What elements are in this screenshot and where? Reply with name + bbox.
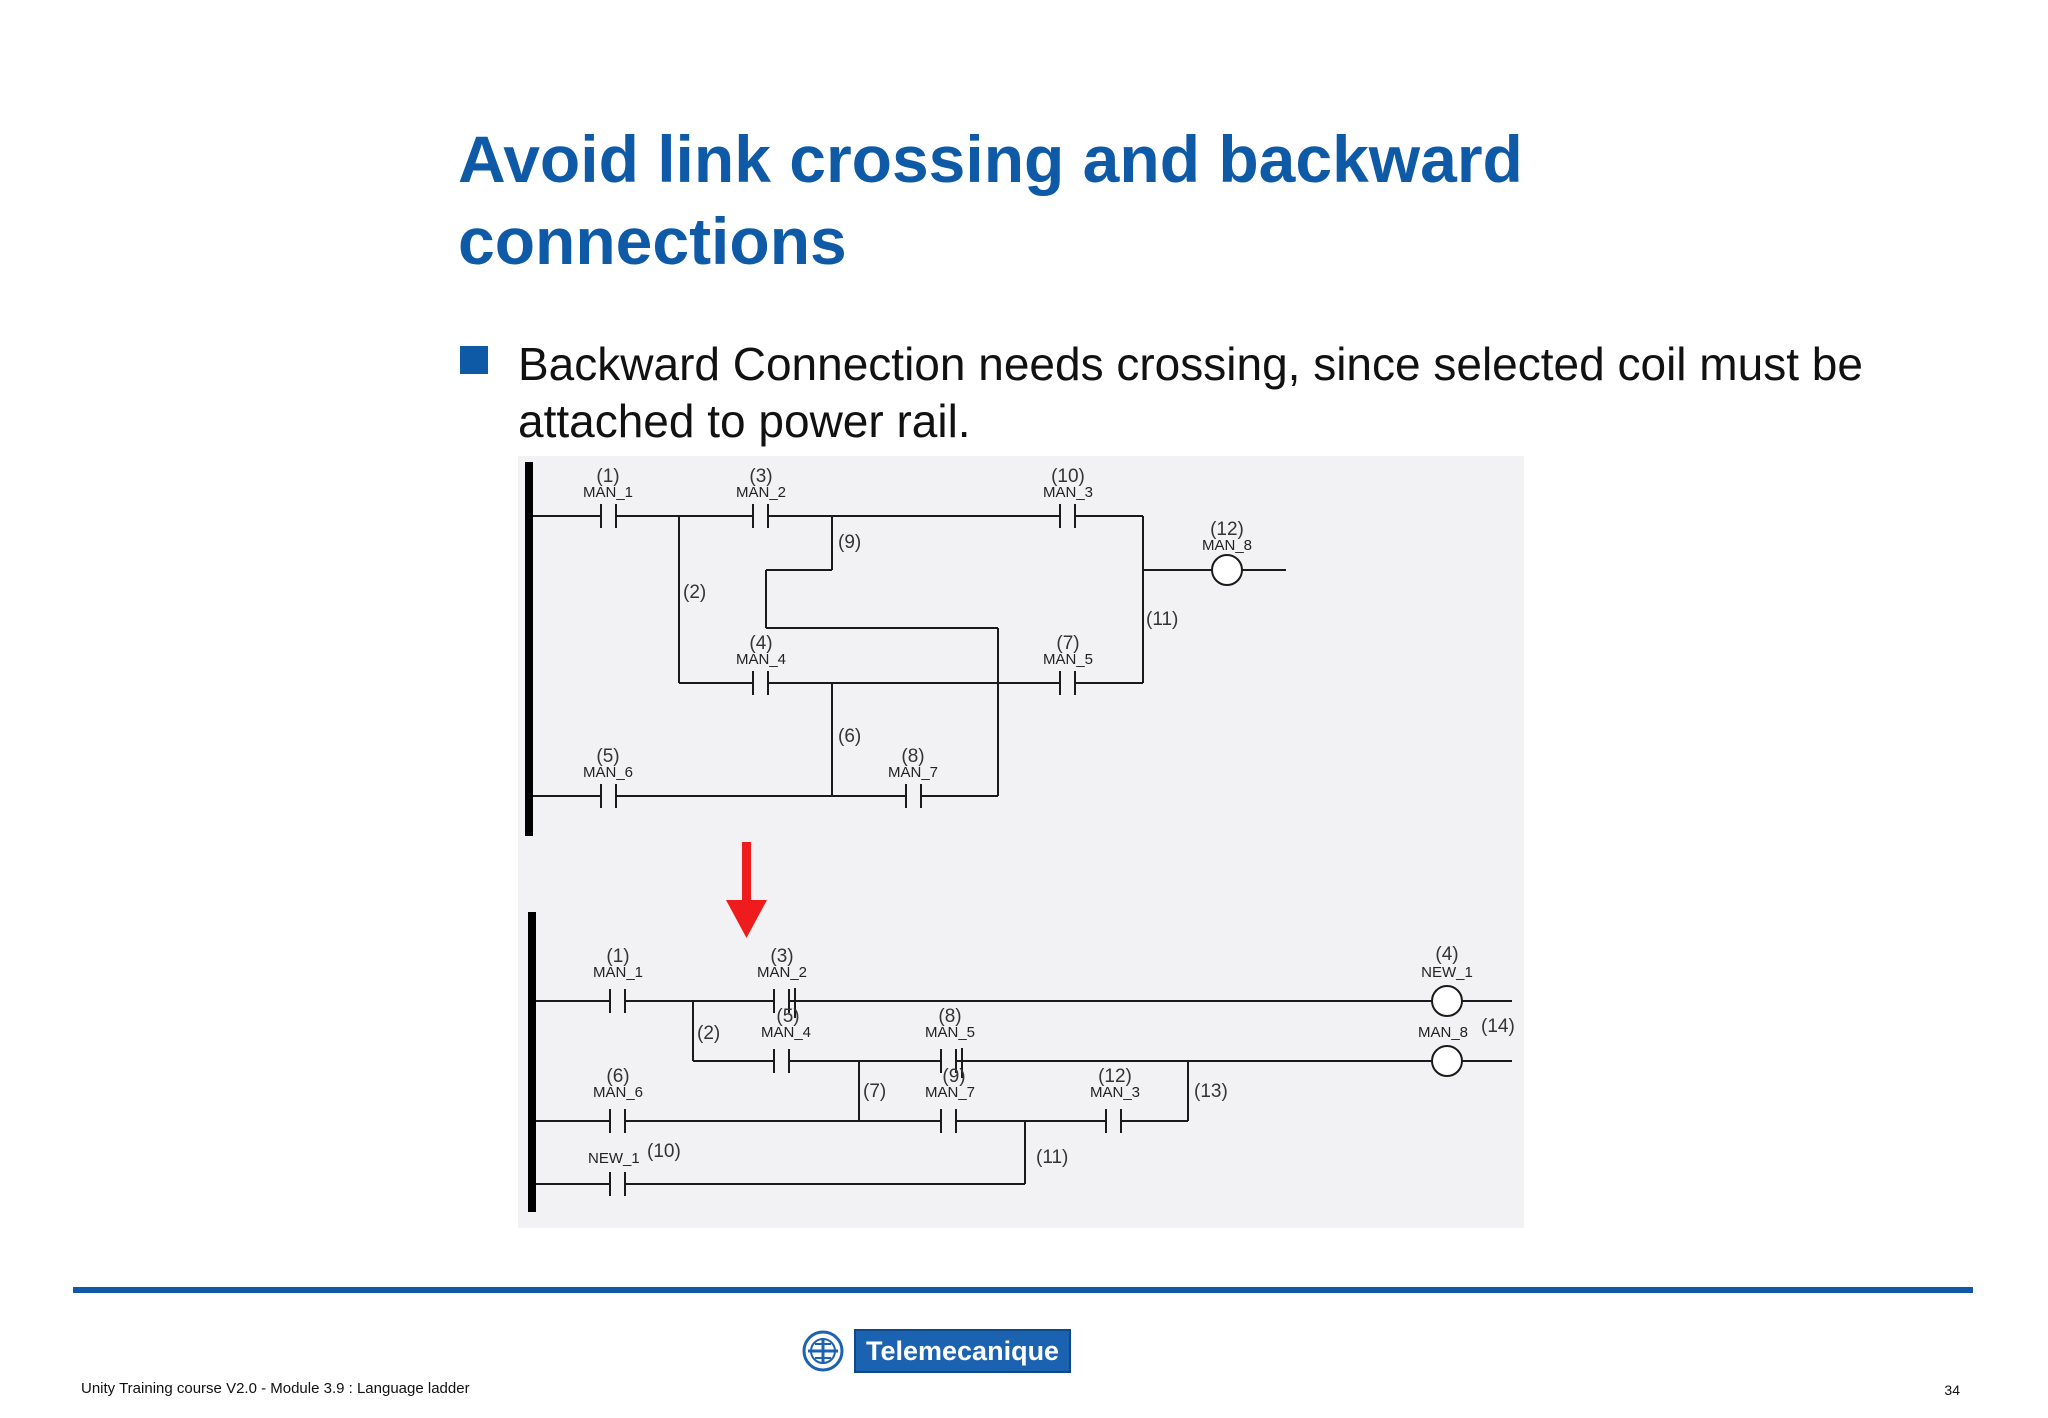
bottom-link-7: (7) [863, 1081, 886, 1102]
bottom-link-13: (13) [1194, 1081, 1228, 1102]
top-contact-6-name: MAN_6 [583, 764, 633, 781]
top-contact-3-name: MAN_3 [1043, 484, 1093, 501]
bullet-line-2: attached to power rail. [518, 395, 971, 447]
top-coil-num: (12) [1210, 519, 1244, 540]
top-contact-7-num: (8) [901, 746, 924, 767]
title-line-2: connections [458, 204, 847, 278]
bullet-point: Backward Connection needs crossing, sinc… [460, 336, 1940, 450]
bottom-contact-5-name: MAN_6 [593, 1084, 643, 1101]
top-link-2: (2) [683, 582, 706, 603]
top-contact-4-name: MAN_4 [736, 651, 786, 668]
bottom-contact-6-num: (9) [942, 1066, 965, 1087]
bottom-contact-3-num: (5) [776, 1006, 799, 1027]
bottom-coil-2-num: (14) [1481, 1016, 1515, 1037]
top-contact-2-name: MAN_2 [736, 484, 786, 501]
bottom-contact-4-num: (8) [938, 1006, 961, 1027]
coil-new1 [1431, 985, 1463, 1017]
bottom-contact-7-num: (12) [1098, 1066, 1132, 1087]
bottom-coil-1-name: NEW_1 [1421, 964, 1473, 981]
top-link-11: (11) [1146, 609, 1178, 630]
bottom-link-11: (11) [1036, 1147, 1068, 1168]
bottom-contact-2-num: (3) [770, 946, 793, 967]
bottom-link-2: (2) [697, 1023, 720, 1044]
power-rail-bottom [528, 912, 536, 1212]
page-number: 34 [1944, 1382, 1960, 1398]
coil-man8-bottom [1431, 1045, 1463, 1077]
bottom-contact-5-num: (6) [606, 1066, 629, 1087]
telemecanique-emblem-icon [802, 1330, 844, 1372]
red-down-arrow-icon [726, 842, 767, 938]
bullet-square-icon [460, 346, 488, 374]
bottom-contact-6-name: MAN_7 [925, 1084, 975, 1101]
footer-rule [73, 1287, 1973, 1293]
ladder-diagram-svg: (1) MAN_1 (3) MAN_2 (10) MAN_3 (4) MAN_4… [525, 462, 1515, 1212]
bottom-contact-1-num: (1) [606, 946, 629, 967]
top-coil-name: MAN_8 [1202, 537, 1252, 554]
bullet-line-1: Backward Connection needs crossing, sinc… [518, 338, 1863, 390]
top-contact-4-num: (4) [749, 633, 772, 654]
top-contact-7-name: MAN_7 [888, 764, 938, 781]
top-link-6: (6) [838, 726, 861, 747]
top-contact-2-num: (3) [749, 466, 772, 487]
top-contact-1-name: MAN_1 [583, 484, 633, 501]
slide-title: Avoid link crossing and backward connect… [458, 118, 1858, 282]
top-link-9: (9) [838, 532, 861, 553]
bottom-coil-2-name: MAN_8 [1418, 1024, 1468, 1041]
ladder-diagram: (1) MAN_1 (3) MAN_2 (10) MAN_3 (4) MAN_4… [518, 456, 1524, 1228]
course-footer: Unity Training course V2.0 - Module 3.9 … [81, 1380, 470, 1397]
coil-man8-top [1211, 554, 1243, 586]
top-contact-5-name: MAN_5 [1043, 651, 1093, 668]
bottom-contact-1-name: MAN_1 [593, 964, 643, 981]
telemecanique-logo: Telemecanique [802, 1329, 1072, 1373]
bottom-coil-1-num: (4) [1435, 944, 1458, 965]
bottom-contact-2-name: MAN_2 [757, 964, 807, 981]
top-contact-6-num: (5) [596, 746, 619, 767]
bottom-contact-3-name: MAN_4 [761, 1024, 811, 1041]
bottom-contact-8-num: (10) [647, 1141, 681, 1162]
top-contact-3-num: (10) [1051, 466, 1085, 487]
bottom-contact-7-name: MAN_3 [1090, 1084, 1140, 1101]
brand-wordmark: Telemecanique [854, 1329, 1072, 1373]
top-contact-1-num: (1) [596, 466, 619, 487]
bottom-contact-4-name: MAN_5 [925, 1024, 975, 1041]
power-rail-top [525, 462, 533, 836]
title-line-1: Avoid link crossing and backward [458, 122, 1523, 196]
top-contact-5-num: (7) [1056, 633, 1079, 654]
bottom-contact-8-name: NEW_1 [588, 1150, 640, 1167]
